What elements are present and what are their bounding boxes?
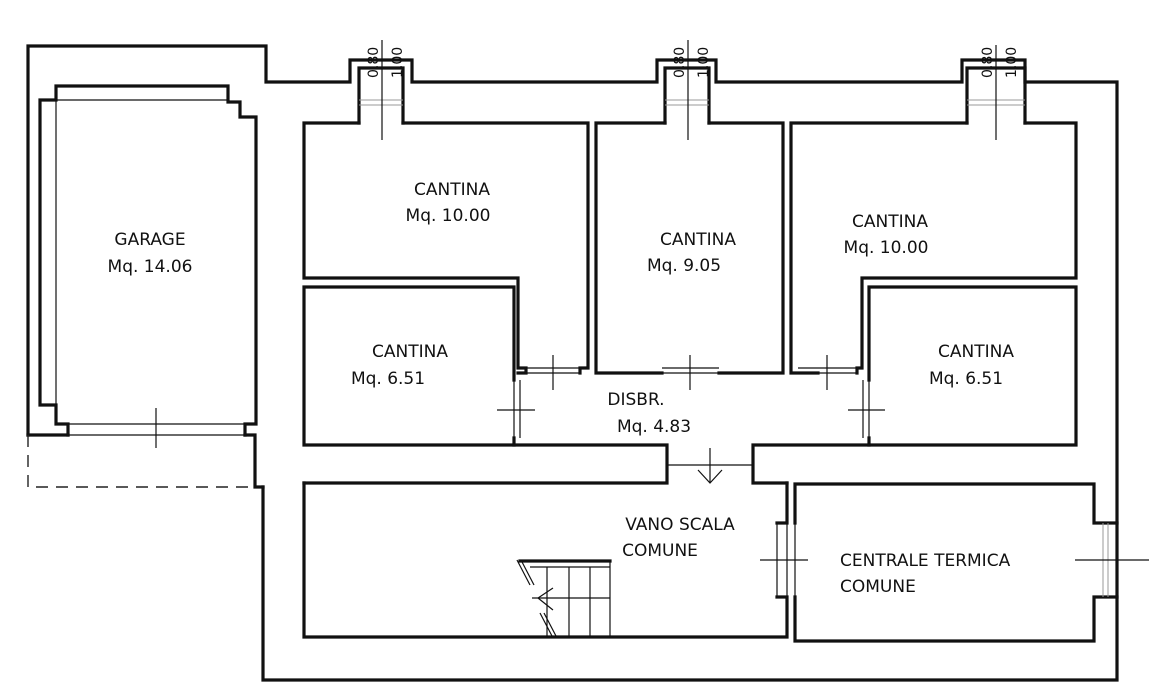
centrale-termica: CENTRALE TERMICA COMUNE bbox=[793, 482, 1149, 643]
room-name: CANTINA bbox=[414, 180, 490, 200]
room-name: DISBR. bbox=[607, 390, 664, 410]
window-width: 0.80 bbox=[980, 47, 996, 78]
garage-inner-wall bbox=[38, 84, 258, 437]
cantina-bottom-left: CANTINA Mq. 6.51 bbox=[302, 285, 535, 447]
cantina-top-center: CANTINA Mq. 9.05 bbox=[594, 121, 785, 390]
window-well-1: 0.80 1.00 bbox=[357, 40, 406, 140]
room-name: CANTINA bbox=[372, 342, 448, 362]
window-well-2: 0.80 1.00 bbox=[663, 40, 712, 140]
window-width: 0.80 bbox=[672, 47, 688, 78]
cantina-top-right: CANTINA Mq. 10.00 bbox=[789, 121, 1078, 390]
room-name: CANTINA bbox=[852, 212, 928, 232]
room-name: CANTINA bbox=[938, 342, 1014, 362]
vano-scala: VANO SCALA COMUNE bbox=[302, 481, 808, 639]
room-area: Mq. 14.06 bbox=[108, 257, 193, 277]
cantina-top-left: CANTINA Mq. 10.00 bbox=[302, 121, 590, 390]
room-area: Mq. 6.51 bbox=[351, 369, 425, 389]
window-height: 1.00 bbox=[696, 47, 712, 78]
room-area: Mq. 10.00 bbox=[406, 206, 491, 226]
outer-wall bbox=[26, 44, 1119, 682]
garage: GARAGE Mq. 14.06 bbox=[38, 84, 258, 448]
garage-right-lower-wall bbox=[243, 433, 265, 489]
room-area: Mq. 4.83 bbox=[617, 417, 691, 437]
window-height: 1.00 bbox=[1004, 47, 1020, 78]
window-width: 0.80 bbox=[366, 47, 382, 78]
garage-ramp-outline bbox=[27, 435, 255, 488]
room-area: Mq. 6.51 bbox=[929, 369, 1003, 389]
room-area: Mq. 9.05 bbox=[647, 256, 721, 276]
room-name: CENTRALE TERMICA bbox=[840, 551, 1011, 571]
cantina-bottom-right: CANTINA Mq. 6.51 bbox=[848, 285, 1078, 447]
room-name: GARAGE bbox=[114, 230, 185, 250]
staircase bbox=[516, 559, 612, 637]
room-area: COMUNE bbox=[840, 577, 916, 597]
window-height: 1.00 bbox=[390, 47, 406, 78]
outer-walls bbox=[26, 44, 1119, 682]
disimpegno: DISBR. Mq. 4.83 bbox=[302, 390, 871, 485]
room-area: Mq. 10.00 bbox=[844, 238, 929, 258]
room-area: COMUNE bbox=[622, 541, 698, 561]
room-name: CANTINA bbox=[660, 230, 736, 250]
room-name: VANO SCALA bbox=[625, 515, 735, 535]
window-well-3: 0.80 1.00 bbox=[965, 45, 1027, 140]
